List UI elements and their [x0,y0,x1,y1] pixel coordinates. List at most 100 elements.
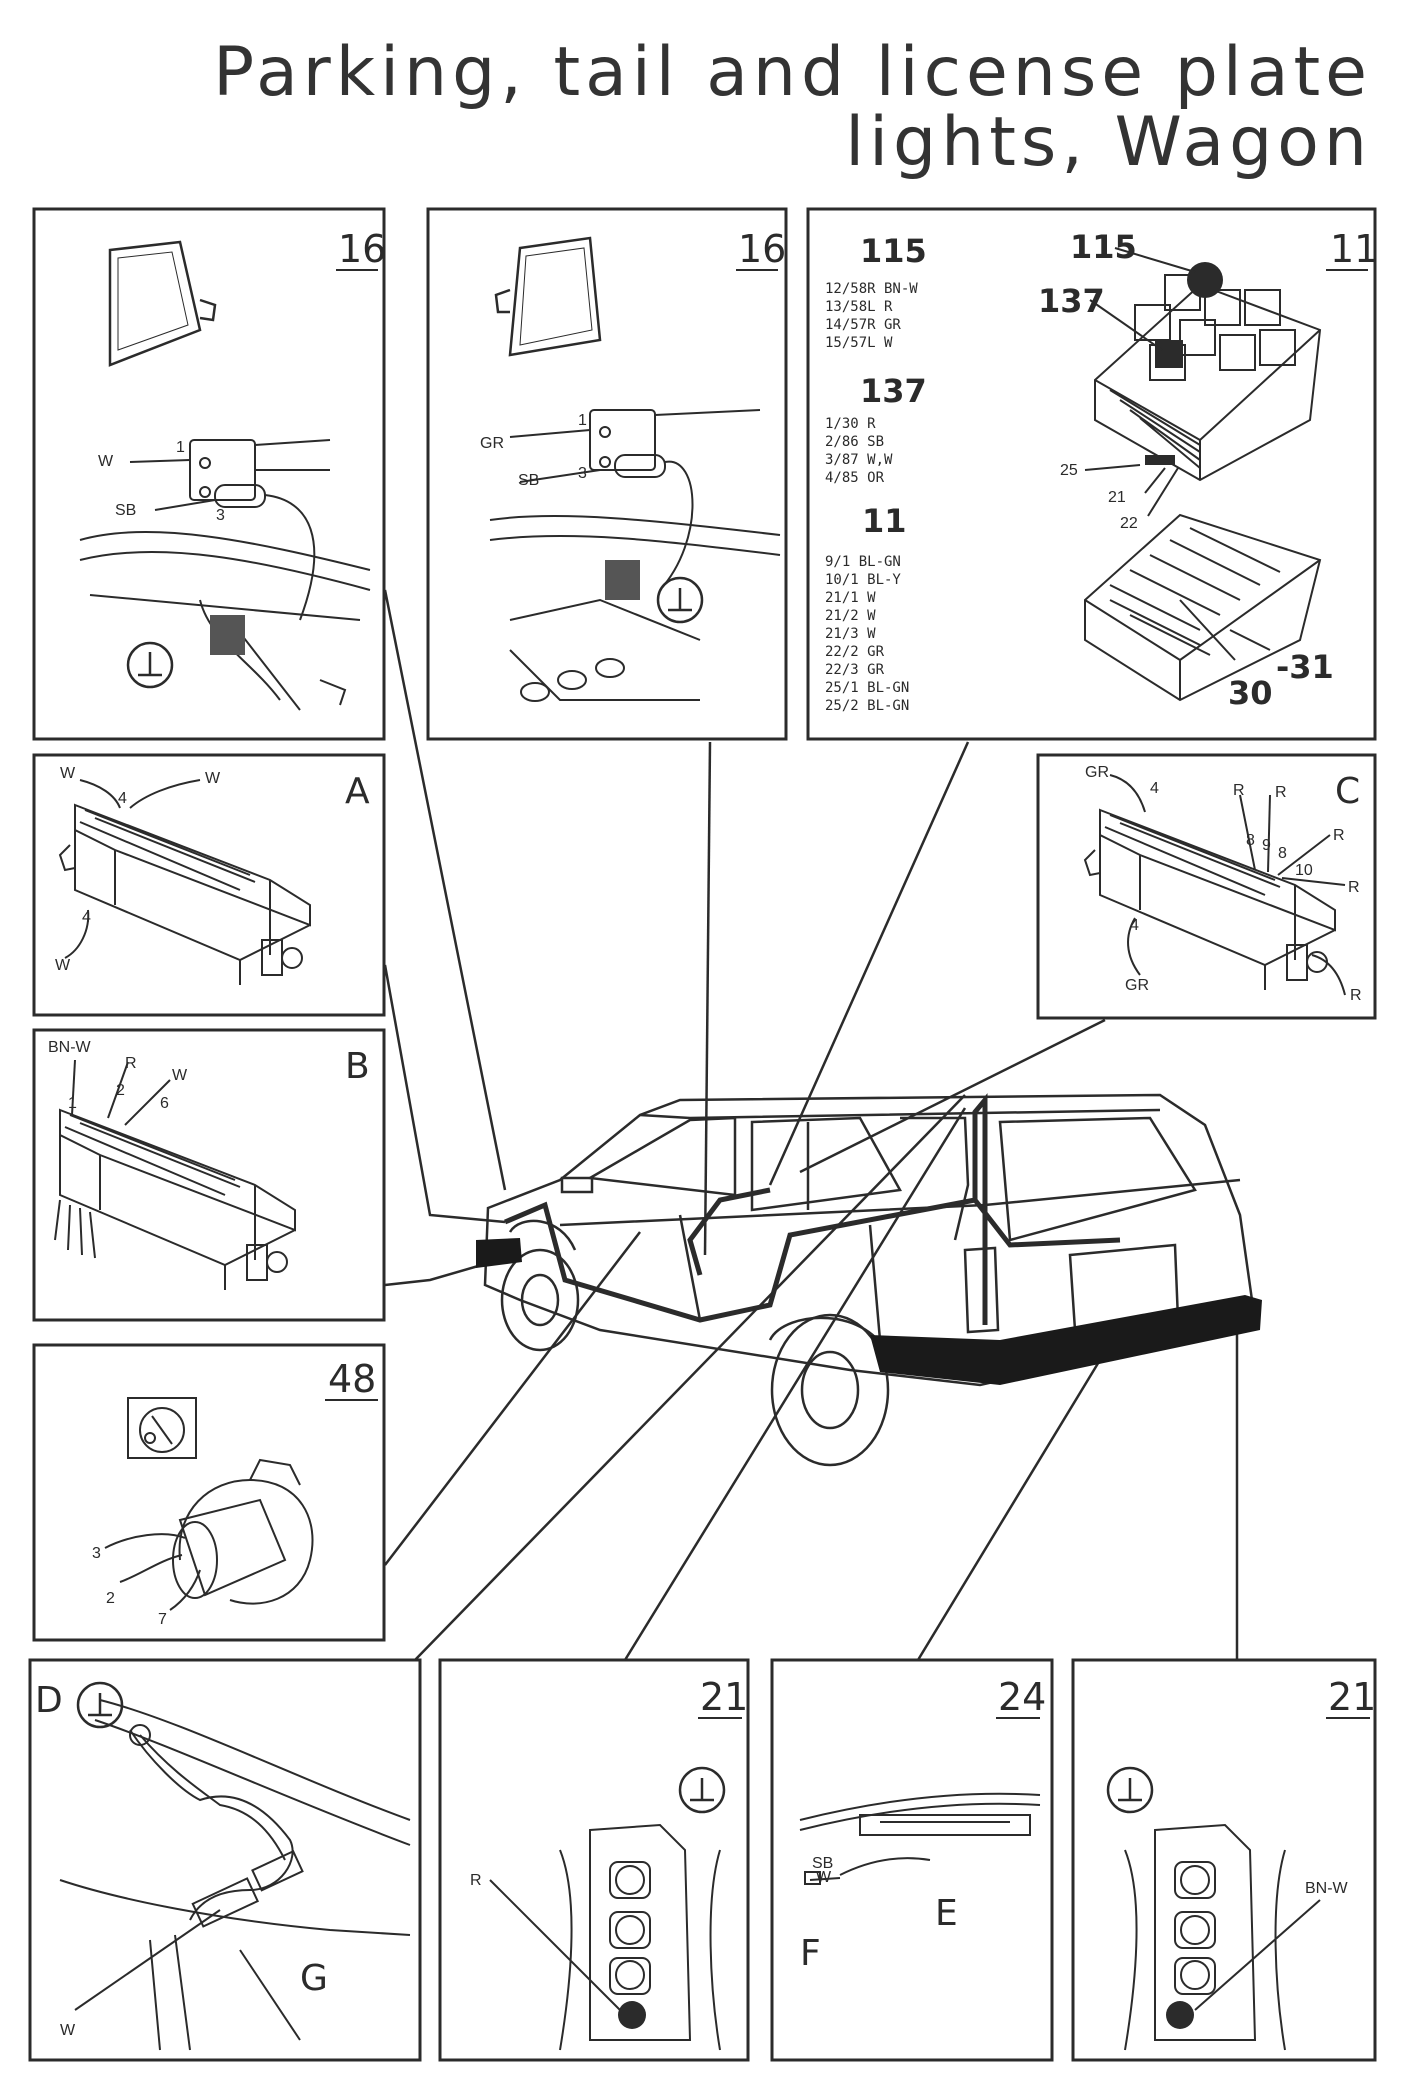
legend-row: 12/58R BN-W [825,281,918,297]
panel-c: C GR R R R R GR R 4 8 9 8 10 4 [1083,764,1362,1004]
panel-fuse-frame [806,207,1377,741]
panel-front-right-frame [426,207,788,741]
wire-label-w: W [205,770,221,787]
connector-icon [489,409,781,702]
panel-number: 16 [738,227,786,271]
wire-label-r: R [1333,827,1345,844]
legend-heading-137: 137 [860,372,927,410]
legend-heading-11: 11 [862,502,907,540]
legend-row: 22/3 GR [825,662,885,678]
leader-lines [383,589,1239,1661]
title-block: Parking, tail and license plate lights, … [0,38,1372,178]
connector-block-icon [1083,808,1336,990]
legend-row: 14/57R GR [825,317,901,333]
connector-block-icon [54,1108,296,1290]
light-switch-icon [127,1397,314,1605]
wire-label-r: R [1233,782,1245,799]
panel-letter-e: E [935,1893,958,1934]
callout-25: 25 [1060,462,1078,479]
panel-number: 21 [1328,1675,1376,1719]
legend-row: 21/2 W [825,608,876,624]
pin-4: 4 [82,909,91,926]
legend-row: 1/30 R [825,416,876,432]
legend-row: 22/2 GR [825,644,885,660]
panel-b-frame [32,1028,386,1322]
panel-front-right: 16 GR SB 1 3 [480,227,786,702]
wire-label-gr: GR [480,435,504,452]
wire-label-w: W [60,765,76,782]
front-bumper [476,1238,522,1268]
panel-number: 24 [998,1675,1046,1719]
legend-heading-115: 115 [860,232,927,270]
pin-3: 3 [578,465,587,482]
pin-2: 2 [106,1590,115,1607]
wire-label-sb: SB [812,1855,833,1872]
wire-label-r: R [1275,784,1287,801]
wire-label-sb: SB [115,502,136,519]
tail-lamp-icon [1124,1823,1286,2051]
panel-letter: B [345,1046,370,1087]
panel-24-frame [770,1658,1054,2062]
callout-22: 22 [1120,515,1138,532]
socket-icon [1166,2001,1194,2029]
panel-rl: 21 R [470,1675,748,2051]
title-line-2: lights, Wagon [845,103,1372,182]
callout-137: 137 [1038,282,1105,320]
relay-137-icon [1155,340,1183,368]
callout-115: 115 [1070,228,1137,266]
panel-letter: C [1335,771,1360,812]
wire-label-w: W [55,957,71,974]
panel-letter: A [345,771,370,812]
panel-d-frame [28,1658,422,2062]
legend-row: 21/3 W [825,626,876,642]
panel-a-frame [32,753,386,1017]
wire-label-w: W [172,1067,188,1084]
wire-label-gr: GR [1125,977,1149,994]
pin-3: 3 [216,507,225,524]
pin-10: 10 [1295,862,1313,879]
panel-number: 48 [328,1357,376,1401]
panel-48: 48 3 2 7 [92,1357,378,1628]
legend-row: 21/1 W [825,590,876,606]
wire-label-sb: SB [518,472,539,489]
panel-rr-frame [1071,1658,1377,2062]
legend-row: 10/1 BL-Y [825,572,901,588]
legend-row: 15/57L W [825,335,893,351]
pin-9: 9 [1262,837,1271,854]
license-lamp-icon [799,1792,1041,1885]
legend-row: 4/85 OR [825,470,885,486]
ground-symbol-icon [76,1681,124,1729]
title-line-1: Parking, tail and license plate [213,33,1372,112]
callout-30: 30 [1228,674,1273,712]
panel-number: 21 [700,1675,748,1719]
parking-lamp-icon [108,240,217,367]
wire-label-r: R [1348,879,1360,896]
panel-number: 11 [1330,227,1378,271]
pin-1: 1 [578,412,587,429]
panel-d: D G W [35,1680,411,2051]
panel-front-left: 16 W SB 1 3 [79,227,386,711]
callout-31: -31 [1276,648,1334,686]
ground-symbol-icon [126,641,174,689]
panel-letter-f: F [800,1933,821,1974]
pin-4: 4 [1150,780,1159,797]
fuse-cluster-icon [1145,455,1175,465]
panel-rl-frame [438,1658,750,2062]
wire-label-bn-w: BN-W [48,1039,92,1056]
pin-4: 4 [118,790,127,807]
pin-6: 6 [160,1095,169,1112]
legend-row: 2/86 SB [825,434,884,450]
socket-icon [618,2001,646,2029]
relay-115-icon [1187,262,1223,298]
panel-24: 24 SB W F E [799,1675,1046,1974]
pin-2: 2 [116,1082,125,1099]
fuse-callout-lines [1084,247,1271,661]
tail-lamp-icon [559,1823,721,2051]
wire-label-gr: GR [1085,764,1109,781]
callout-21: 21 [1108,489,1126,506]
wire-label-bn-w: BN-W [1305,1880,1349,1897]
panel-rr: 21 BN-W [1106,1675,1376,2051]
rear-bumper [870,1295,1262,1385]
panel-fuse: 11 115 12/58R BN-W 13/58L R 14/57R GR 15… [825,227,1378,714]
